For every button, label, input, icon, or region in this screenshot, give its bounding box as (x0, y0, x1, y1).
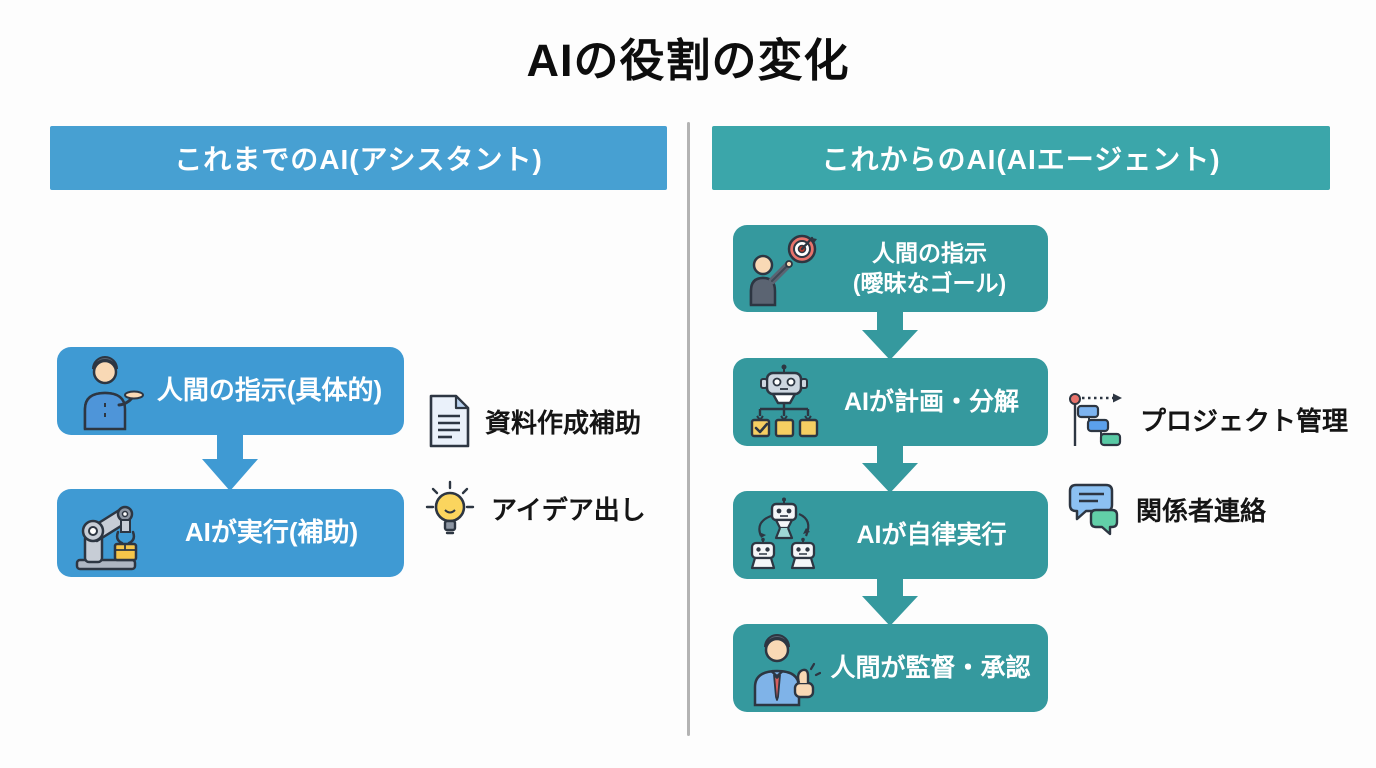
right-column-header: これからのAI(AIエージェント) (712, 126, 1330, 190)
person-goal-icon (745, 231, 819, 307)
step-human-supervises-approves: 人間が監督・承認 (733, 624, 1048, 712)
annotation-label: 資料作成補助 (485, 407, 642, 438)
left-column-header: これまでのAI(アシスタント) (50, 126, 667, 190)
step-label: 人間が監督・承認 (830, 654, 1031, 682)
down-arrow-icon (858, 444, 922, 493)
annotation-document-support: 資料作成補助 (427, 393, 641, 449)
step-label: AIが実行(補助) (184, 517, 359, 548)
lightbulb-icon (423, 479, 477, 537)
person-approval-icon (745, 629, 821, 707)
robot-plan-icon (745, 363, 823, 441)
robot-arm-icon (71, 493, 149, 573)
annotation-label: 関係者連絡 (1136, 495, 1267, 526)
column-divider (687, 122, 690, 736)
step-label-line1: 人間の指示 (872, 239, 987, 266)
person-presenting-icon (71, 351, 145, 431)
step-human-instruction-specific: 人間の指示(具体的) (57, 347, 404, 435)
multi-robot-icon (745, 496, 823, 574)
step-label-line2: (曖昧なゴール) (852, 269, 1007, 296)
step-label: AIが自律実行 (856, 521, 1007, 549)
chat-bubbles-icon (1066, 482, 1122, 536)
gantt-chart-icon (1068, 390, 1126, 448)
step-label: 人間の指示(具体的) (156, 375, 383, 406)
left-column-header-label: これまでのAI(アシスタント) (174, 144, 543, 175)
page-title: AIの役割の変化 (526, 35, 850, 86)
right-column-header-label: これからのAI(AIエージェント) (821, 144, 1221, 175)
step-ai-autonomous-execution: AIが自律実行 (733, 491, 1048, 579)
step-label: 人間の指示 (曖昧なゴール) (819, 239, 1040, 299)
step-human-instruction-vague-goal: 人間の指示 (曖昧なゴール) (733, 225, 1048, 312)
step-label: AIが計画・分解 (843, 388, 1019, 416)
annotation-label: アイデア出し (491, 494, 646, 525)
step-ai-executes-assist: AIが実行(補助) (57, 489, 404, 577)
annotation-project-management: プロジェクト管理 (1068, 390, 1348, 448)
annotation-label: プロジェクト管理 (1140, 405, 1349, 436)
down-arrow-icon (858, 310, 922, 360)
step-ai-plans-decomposes: AIが計画・分解 (733, 358, 1048, 446)
annotation-stakeholder-communication: 関係者連絡 (1066, 482, 1266, 536)
document-icon (427, 393, 471, 449)
down-arrow-icon (198, 433, 262, 491)
annotation-idea-generation: アイデア出し (423, 479, 646, 537)
down-arrow-icon (858, 577, 922, 626)
